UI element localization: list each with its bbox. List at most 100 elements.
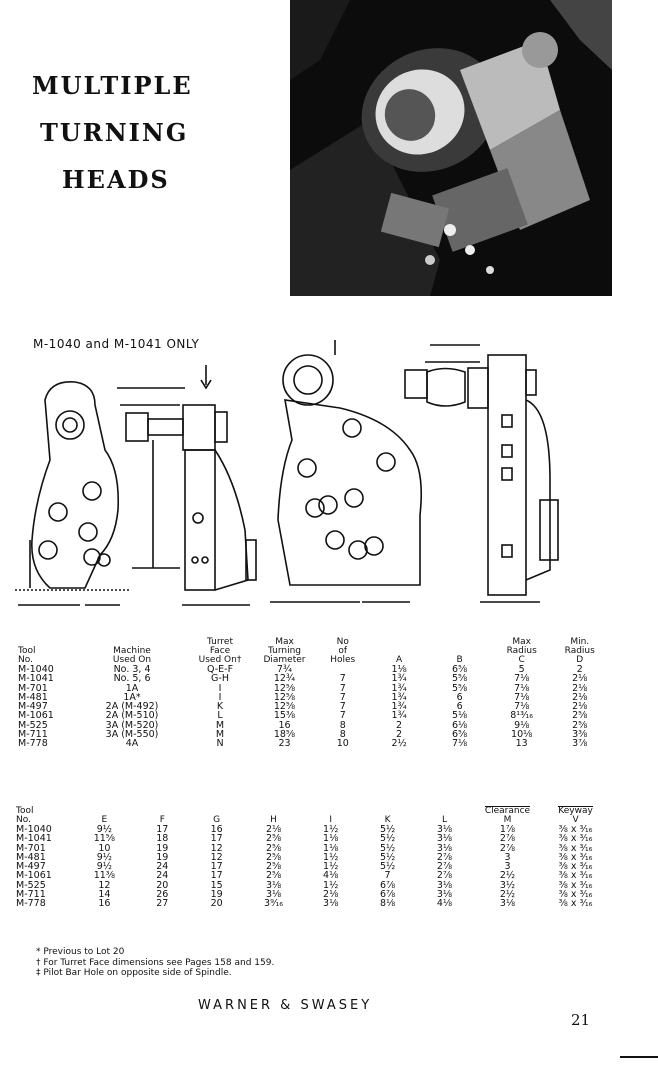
table-cell: 3⅛: [436, 833, 453, 845]
table-cell: M-701: [16, 842, 46, 854]
table-cell: 1½: [323, 879, 339, 891]
table-cell: Q-E-F: [206, 664, 234, 675]
table-cell: 3: [504, 861, 511, 873]
table-cell: 12: [210, 842, 223, 854]
col-l: L: [441, 815, 447, 825]
table-cell: 1⅛: [323, 842, 339, 854]
footnote-2: † For Turret Face dimensions see Pages 1…: [36, 957, 275, 968]
table-cell: 2½: [499, 870, 516, 882]
table-cell: M: [215, 729, 225, 741]
col-clearance-m: Clearance M: [484, 806, 531, 825]
table-cell: 7: [339, 701, 346, 713]
table-cell: 16: [98, 898, 111, 910]
col-min-radius-d: Min. Radius D: [564, 637, 595, 665]
table-cell: 2⅛: [323, 889, 339, 901]
page-title: MULTIPLE TURNING HEADS: [32, 62, 262, 203]
col-g: G: [213, 815, 221, 825]
table-cell: 8¹³⁄₁₆: [510, 710, 534, 722]
table-cell: 8: [339, 729, 346, 741]
table-cell: 7: [339, 691, 346, 703]
col-max-turning-diameter: Max Turning Diameter: [263, 637, 306, 665]
col-h: H: [270, 815, 277, 825]
table-cell: M-1040: [16, 824, 52, 835]
table-cell: K: [216, 701, 224, 713]
table-cell: 9½: [96, 851, 112, 863]
table-cell: 2: [396, 719, 403, 731]
table-cell: 2⅛: [265, 824, 282, 835]
table-cell: 18⅝: [273, 729, 296, 741]
table-cell: M-1061: [18, 710, 54, 722]
table-cell: 12¾: [273, 673, 296, 685]
table-cell: 4⅛: [436, 898, 453, 910]
table-cell: 7⅛: [452, 738, 468, 750]
table-cell: 3A (M-520): [105, 719, 159, 731]
table-cell: N: [216, 738, 224, 750]
footnote-3: ‡ Pilot Bar Hole on opposite side of Spi…: [36, 968, 232, 978]
table-cell: 3: [504, 851, 511, 863]
table-cell: 2: [576, 664, 583, 675]
dimensions-table-2: Tool No. E F G H I K L Clearance M Keywa…: [14, 806, 608, 909]
table-cell: 5½: [379, 833, 396, 845]
table-cell: 20: [210, 898, 223, 910]
table-cell: 15: [210, 879, 223, 891]
table-cell: 1¾: [391, 710, 407, 722]
drawing-caption: M-1040 and M-1041 ONLY: [33, 337, 200, 351]
table-cell: 5⅛: [452, 710, 468, 722]
table-cell: 7: [384, 870, 391, 882]
table-cell: L: [217, 710, 223, 722]
table-cell: 2⅝: [265, 833, 282, 845]
table-cell: 24: [156, 870, 169, 882]
title-line-2: TURNING: [40, 118, 189, 147]
table-cell: 10: [98, 842, 111, 854]
table-cell: ⅜ x ³⁄₁₆: [558, 833, 593, 845]
table-cell: 5½: [379, 842, 396, 854]
table-cell: M-711: [16, 889, 46, 901]
table-cell: ⅜ x ³⁄₁₆: [558, 870, 593, 882]
col-max-radius-c: Max Radius C: [506, 637, 537, 665]
table-cell: 1¾: [391, 701, 407, 713]
side-view-drawing: [117, 365, 257, 606]
page-number: 21: [571, 1011, 591, 1029]
table-cell: 19: [156, 851, 169, 863]
table-cell: 2⅞: [436, 851, 453, 863]
title-line-3: HEADS: [62, 165, 170, 194]
table-cell: M-1061: [16, 870, 52, 882]
table-cell: 2⅛: [572, 673, 588, 685]
table-cell: I: [218, 682, 222, 694]
table-cell: No. 3, 4: [113, 664, 151, 675]
table-cell: 3A (M-550): [105, 729, 159, 741]
table-cell: M-497: [18, 701, 48, 713]
col-a: A: [395, 655, 403, 665]
table-cell: 13: [515, 738, 528, 750]
table-cell: 1⅞: [499, 824, 516, 835]
table-cell: 19: [156, 842, 169, 854]
table-cell: 2⅛: [572, 691, 588, 703]
table-cell: M-778: [16, 898, 46, 910]
table-cell: 7⅛: [514, 673, 530, 685]
table-cell: ⅜ x ³⁄₁₆: [558, 824, 593, 835]
table-cell: 1¾: [391, 691, 407, 703]
table-cell: 2⅝: [265, 851, 282, 863]
table-cell: 2⅞: [499, 833, 516, 845]
table-cell: 7: [339, 710, 346, 722]
table-cell: 17: [210, 870, 223, 882]
table-cell: 17: [156, 824, 169, 835]
table-cell: 7: [339, 673, 346, 685]
table-cell: 7⅛: [514, 701, 530, 713]
col-no-of-holes: No of Holes: [330, 637, 356, 665]
table-cell: 2⅝: [572, 719, 588, 731]
table-cell: 3½: [499, 879, 516, 891]
table-cell: 8⅛: [379, 898, 396, 910]
table-cell: 2: [396, 729, 403, 741]
table-cell: 6: [456, 691, 463, 703]
table-cell: 10: [336, 738, 349, 750]
